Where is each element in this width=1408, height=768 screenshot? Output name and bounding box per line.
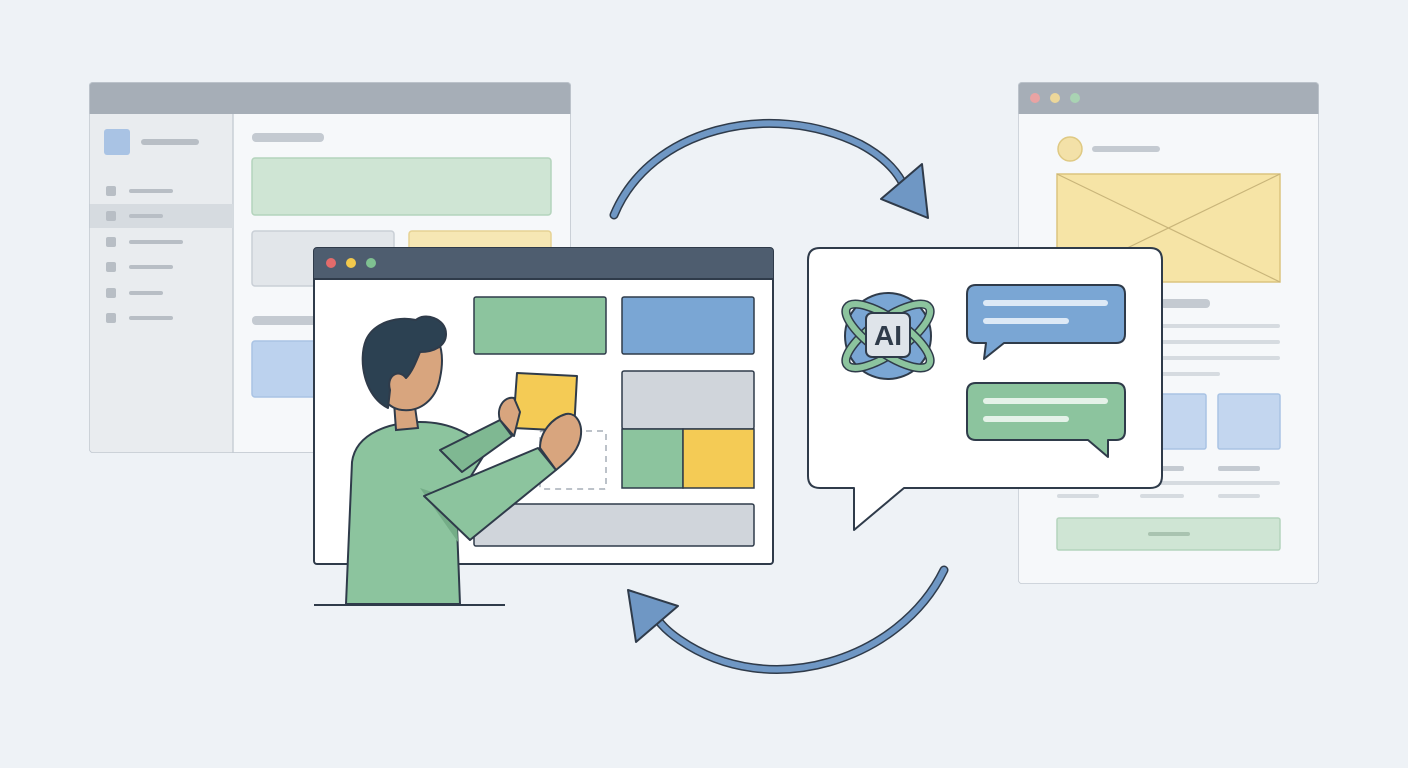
window-title-bar xyxy=(89,82,571,114)
ai-chat-panel: AI xyxy=(807,247,1163,531)
ai-badge-label: AI xyxy=(874,320,902,351)
sidebar-panel xyxy=(89,114,233,453)
logo-placeholder-icon xyxy=(104,129,130,155)
layout-block-blue[interactable] xyxy=(621,296,755,355)
avatar-placeholder xyxy=(1057,136,1083,162)
window-close-dot xyxy=(1030,93,1040,103)
person-figure xyxy=(314,315,582,606)
window-title-bar xyxy=(314,248,773,279)
layout-block-small-yellow[interactable] xyxy=(682,428,755,489)
layout-block-green[interactable] xyxy=(473,296,607,355)
window-maximize-dot xyxy=(1070,93,1080,103)
window-close-dot[interactable] xyxy=(326,258,336,268)
layout-block-footer[interactable] xyxy=(473,503,755,547)
window-maximize-dot[interactable] xyxy=(366,258,376,268)
window-minimize-dot[interactable] xyxy=(346,258,356,268)
curved-arrow-right-icon xyxy=(609,119,929,220)
curved-arrow-left-icon xyxy=(627,565,949,674)
chat-bubble-blue xyxy=(966,284,1126,360)
layout-block-small-green[interactable] xyxy=(621,428,684,489)
window-minimize-dot xyxy=(1050,93,1060,103)
window-title-bar xyxy=(1018,82,1319,114)
ai-orbit-icon: AI xyxy=(841,292,935,380)
chat-bubble-green xyxy=(966,382,1126,458)
sidebar-items xyxy=(106,186,183,323)
layout-block-gray[interactable] xyxy=(621,370,755,430)
banner-placeholder xyxy=(251,157,552,216)
